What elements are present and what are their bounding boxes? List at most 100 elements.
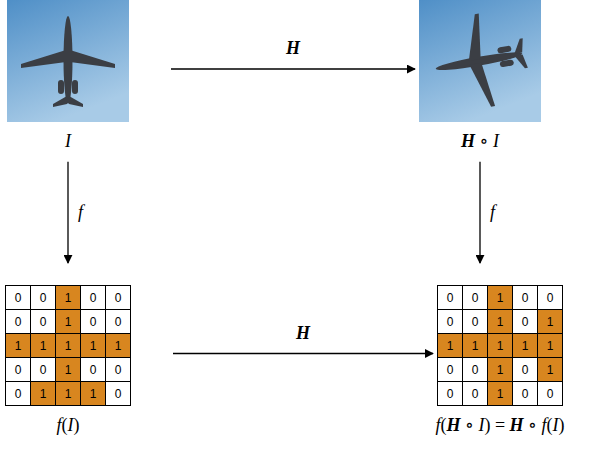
math-glyph: H	[510, 415, 524, 435]
node-caption: H ∘ I	[461, 132, 499, 152]
grid-cell: 0	[81, 286, 106, 310]
node-caption: f(H ∘ I) = H ∘ f(I)	[436, 416, 565, 436]
math-glyph: )	[484, 415, 490, 435]
arrow-connector	[67, 162, 68, 263]
math-glyph: f	[541, 415, 546, 435]
airplane-photo	[419, 0, 541, 122]
math-glyph	[461, 415, 466, 435]
math-glyph: =	[495, 415, 505, 435]
grid-cell: 1	[488, 358, 513, 382]
grid-cell: 0	[6, 286, 31, 310]
grid-cell: 1	[488, 334, 513, 358]
arrow-connector	[171, 68, 415, 69]
image-node: H ∘ I	[419, 0, 541, 152]
grid-cell: 0	[106, 310, 131, 334]
grid-cell: 1	[513, 334, 538, 358]
grid-cell: 1	[488, 286, 513, 310]
grid-cell: 1	[31, 334, 56, 358]
math-glyph: H	[461, 131, 475, 151]
math-glyph	[488, 131, 493, 151]
grid-cell: 0	[81, 310, 106, 334]
math-glyph	[474, 415, 479, 435]
math-glyph: I	[478, 415, 484, 435]
grid-cell: 0	[513, 310, 538, 334]
math-glyph: H	[286, 38, 300, 58]
grid-cell: 0	[438, 382, 463, 406]
feature-grid: 0010000100111110010001110	[5, 285, 131, 406]
grid-cell: 0	[438, 286, 463, 310]
grid-cell: 0	[6, 382, 31, 406]
grid-cell: 1	[488, 382, 513, 406]
grid-cell: 1	[538, 358, 563, 382]
node-caption: f(I)	[56, 416, 79, 436]
math-glyph	[475, 131, 480, 151]
grid-cell: 0	[31, 286, 56, 310]
arrow-label: f	[488, 203, 497, 223]
feature-grid: 0010000101111110010100100	[437, 285, 563, 406]
grid-cell: 0	[438, 358, 463, 382]
math-glyph: f	[78, 202, 83, 222]
arrow-label: f	[76, 203, 85, 223]
grid-node: 0010000100111110010001110 f(I)	[5, 285, 131, 436]
grid-cell: 1	[488, 310, 513, 334]
math-glyph: H	[296, 323, 310, 343]
grid-cell: 0	[438, 310, 463, 334]
math-glyph: I	[68, 415, 74, 435]
math-glyph: (	[546, 415, 552, 435]
grid-cell: 0	[463, 382, 488, 406]
math-glyph: (	[441, 415, 447, 435]
math-glyph: )	[74, 415, 80, 435]
grid-cell: 1	[56, 358, 81, 382]
grid-cell: 0	[31, 310, 56, 334]
grid-cell: 0	[538, 286, 563, 310]
grid-cell: 1	[538, 334, 563, 358]
arrow-connector	[479, 162, 480, 263]
node-caption: I	[65, 132, 71, 152]
grid-cell: 0	[6, 358, 31, 382]
math-glyph: ∘	[465, 415, 474, 435]
grid-cell: 1	[538, 310, 563, 334]
grid-cell: 1	[463, 334, 488, 358]
grid-cell: 0	[538, 382, 563, 406]
grid-cell: 0	[31, 358, 56, 382]
grid-cell: 0	[513, 382, 538, 406]
grid-cell: 0	[463, 358, 488, 382]
grid-cell: 1	[31, 382, 56, 406]
grid-cell: 0	[106, 358, 131, 382]
grid-cell: 0	[6, 310, 31, 334]
math-glyph	[505, 415, 510, 435]
grid-node: 0010000101111110010100100 f(H ∘ I) = H ∘ …	[436, 285, 565, 436]
grid-cell: 1	[56, 310, 81, 334]
arrow-connector	[173, 353, 433, 354]
math-glyph: I	[493, 131, 499, 151]
math-glyph	[537, 415, 542, 435]
math-glyph: I	[65, 131, 71, 151]
grid-cell: 1	[106, 334, 131, 358]
math-glyph: f	[56, 415, 61, 435]
grid-cell: 0	[463, 286, 488, 310]
math-glyph: f	[436, 415, 441, 435]
image-node: I	[7, 0, 129, 152]
grid-cell: 0	[513, 286, 538, 310]
math-glyph	[490, 415, 495, 435]
math-glyph: ∘	[528, 415, 537, 435]
math-glyph: f	[490, 202, 495, 222]
airplane-photo	[7, 0, 129, 122]
math-glyph: ∘	[480, 131, 489, 151]
math-glyph: )	[558, 415, 564, 435]
grid-cell: 0	[106, 286, 131, 310]
grid-cell: 0	[81, 358, 106, 382]
grid-cell: 0	[463, 310, 488, 334]
grid-cell: 1	[6, 334, 31, 358]
grid-cell: 1	[56, 286, 81, 310]
grid-cell: 1	[438, 334, 463, 358]
grid-cell: 0	[106, 382, 131, 406]
arrow-label: H	[284, 39, 302, 59]
math-glyph	[524, 415, 529, 435]
grid-cell: 1	[81, 382, 106, 406]
math-glyph: (	[62, 415, 68, 435]
grid-cell: 1	[81, 334, 106, 358]
grid-cell: 1	[56, 334, 81, 358]
math-glyph: I	[552, 415, 558, 435]
math-glyph: H	[447, 415, 461, 435]
